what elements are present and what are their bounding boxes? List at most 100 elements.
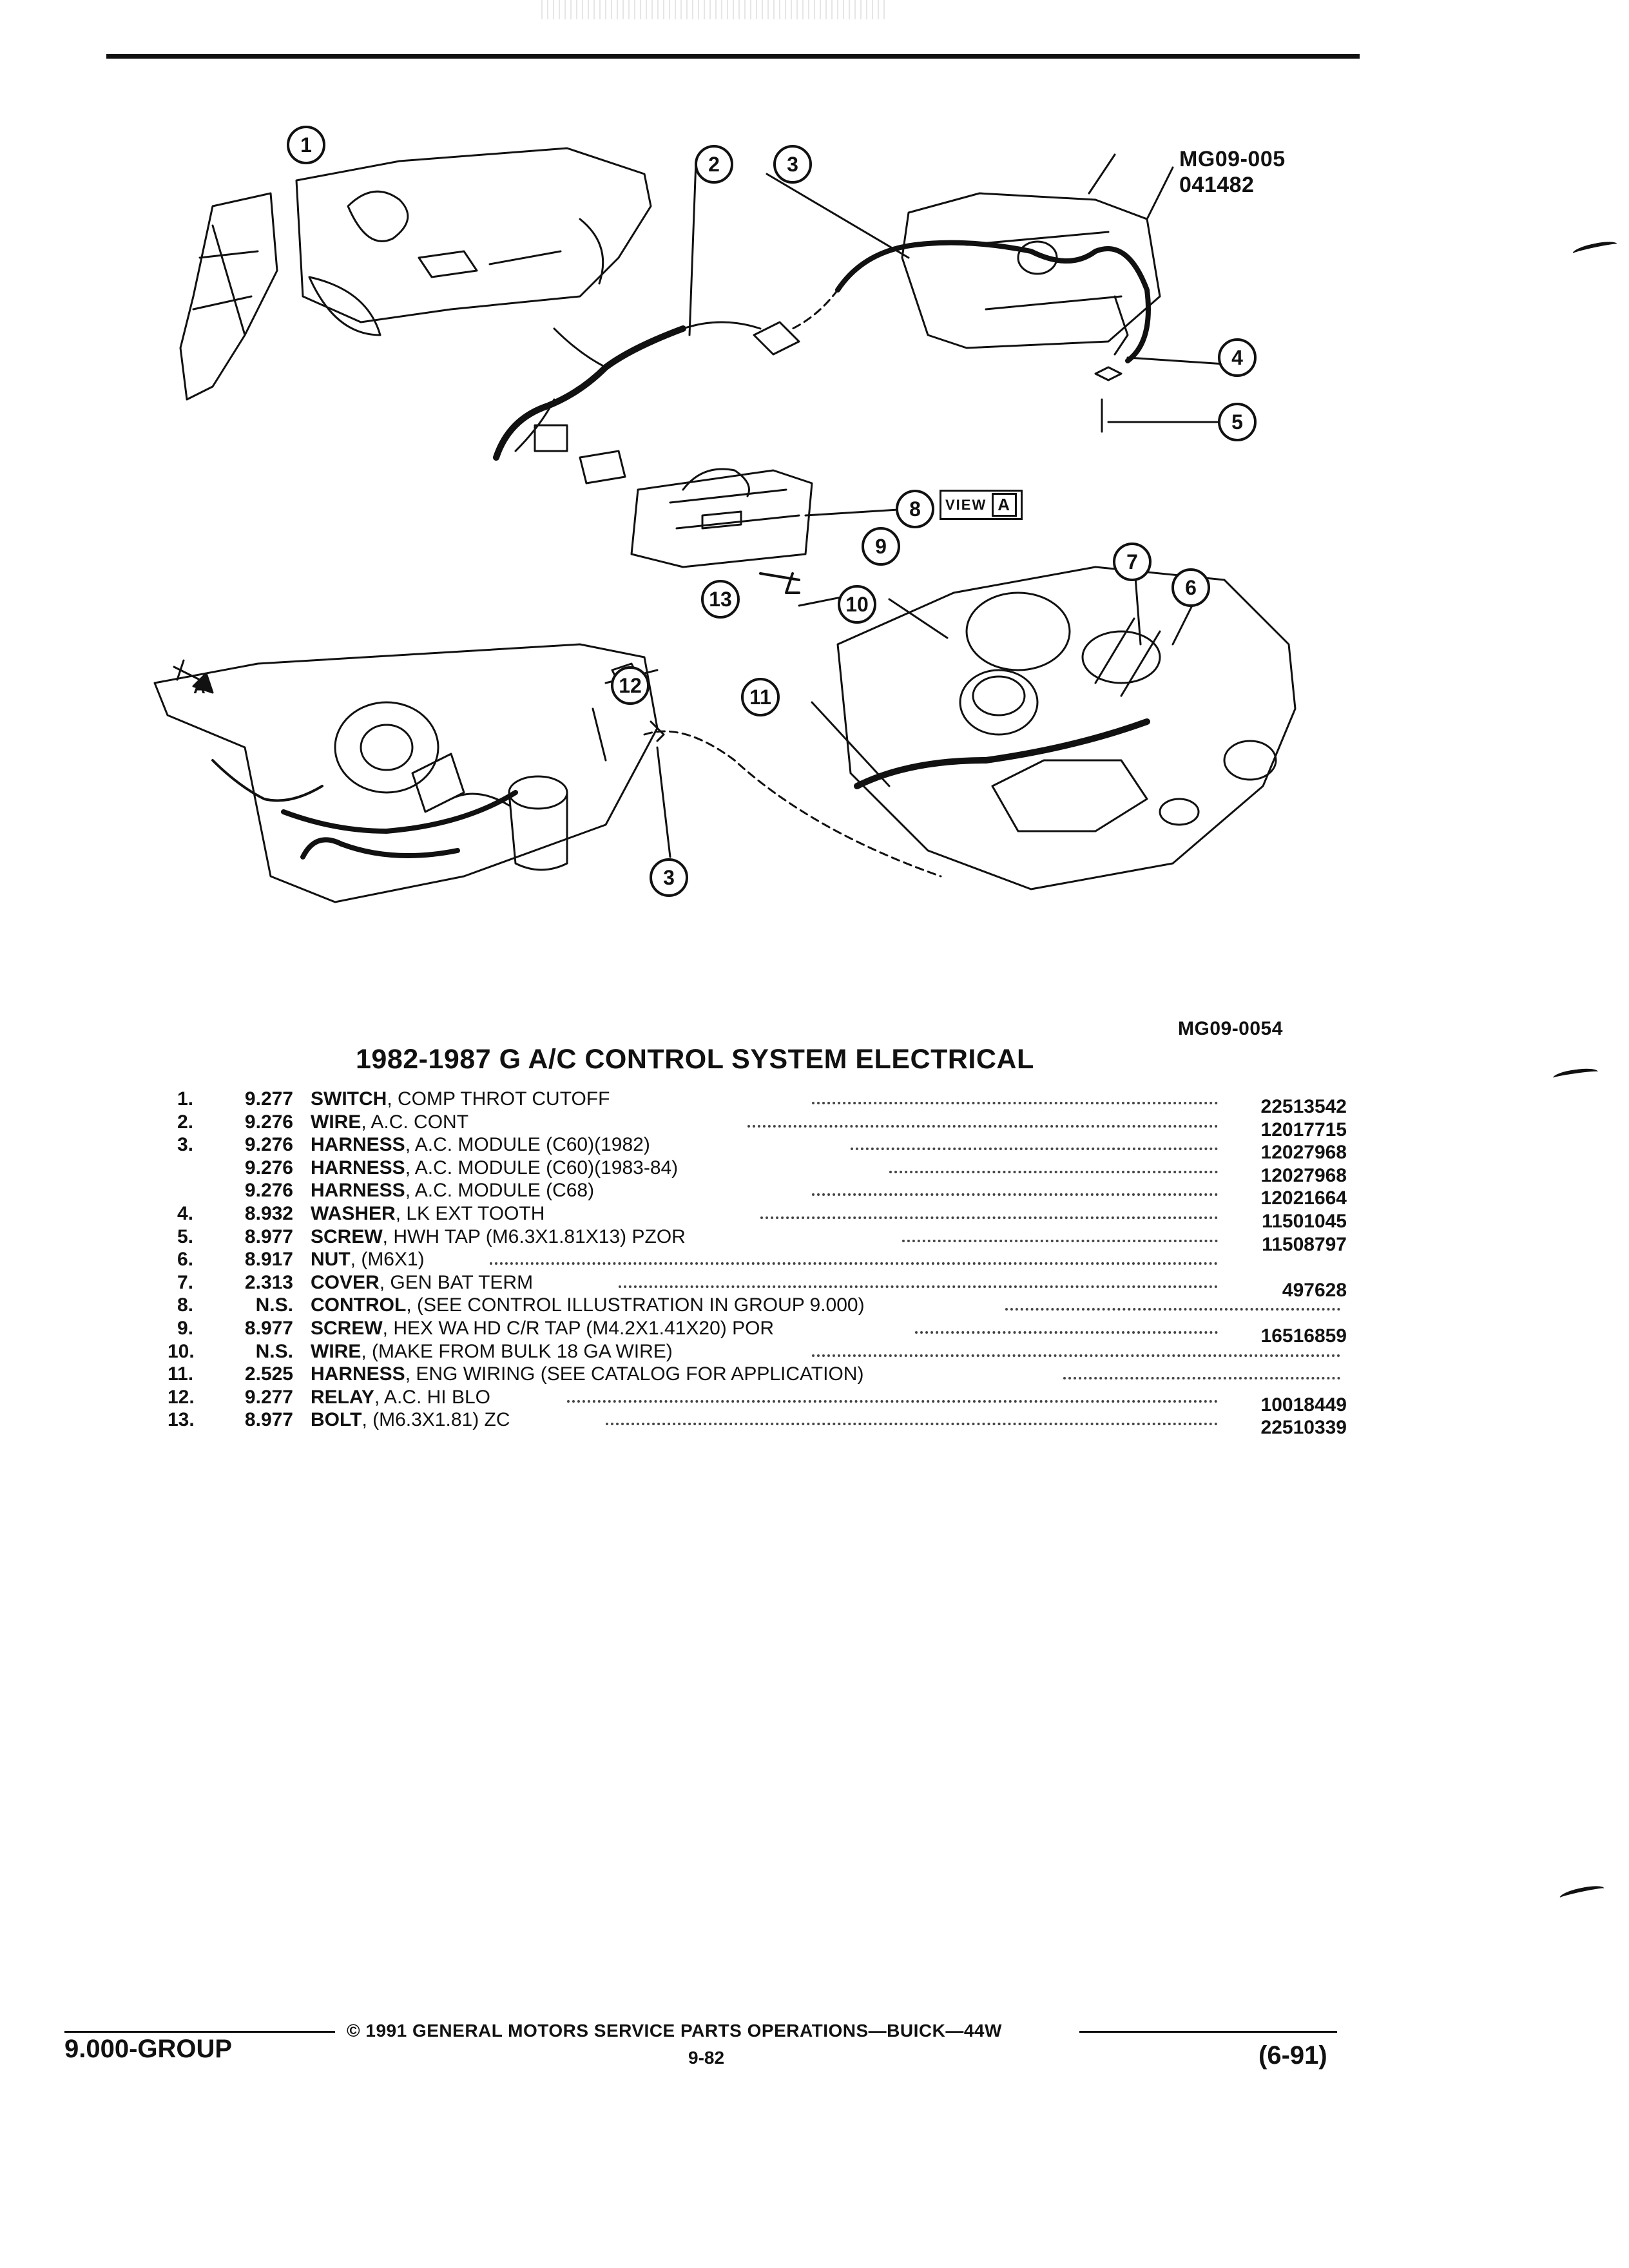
callout-10: 10 <box>838 585 876 624</box>
part-description: SCREW, HWH TAP (M6.3X1.81X13) PZOR <box>311 1225 686 1248</box>
part-name: COVER <box>311 1271 380 1293</box>
item-number: 9. <box>177 1317 193 1339</box>
part-description: WIRE, A.C. CONT <box>311 1111 468 1133</box>
part-description: RELAY, A.C. HI BLO <box>311 1386 490 1408</box>
callout-6: 6 <box>1171 568 1210 607</box>
group-number: 9.277 <box>244 1088 293 1110</box>
group-number: N.S. <box>255 1294 293 1316</box>
callout-1: 1 <box>287 126 325 164</box>
part-name: NUT <box>311 1249 351 1271</box>
parts-row: 9.276 HARNESS, A.C. MODULE (C68) 1202166… <box>168 1179 1347 1209</box>
dot-leader <box>1063 1377 1340 1380</box>
part-detail: , (SEE CONTROL ILLUSTRATION IN GROUP 9.0… <box>406 1294 865 1316</box>
parts-row: 7. 2.313 COVER, GEN BAT TERM 497628 <box>168 1271 1347 1301</box>
dot-leader <box>915 1331 1218 1334</box>
parts-row: 6. 8.917 NUT, (M6X1) <box>168 1248 1347 1271</box>
parts-row: 1. 9.277 SWITCH, COMP THROT CUTOFF 22513… <box>168 1088 1347 1117</box>
item-number: 5. <box>177 1225 193 1247</box>
dot-leader <box>606 1423 1218 1426</box>
group-number: 8.917 <box>244 1249 293 1271</box>
parts-row: 4. 8.932 WASHER, LK EXT TOOTH 11501045 <box>168 1202 1347 1232</box>
part-description: WASHER, LK EXT TOOTH <box>311 1202 545 1225</box>
item-number: 2. <box>177 1111 193 1133</box>
group-number: 9.276 <box>244 1111 293 1133</box>
dot-leader <box>812 1193 1218 1196</box>
callout-9: 9 <box>862 527 900 566</box>
figure-ref-date: 041482 <box>1179 173 1255 197</box>
group-number: 8.932 <box>244 1202 293 1224</box>
parts-row: 11. 2.525 HARNESS, ENG WIRING (SEE CATAL… <box>168 1363 1347 1386</box>
item-number: 10. <box>168 1340 195 1362</box>
callout-13: 13 <box>701 580 740 619</box>
part-number: 497628 <box>1282 1279 1347 1301</box>
item-number: 13. <box>168 1409 195 1431</box>
binder-mark <box>1552 1066 1599 1083</box>
part-description: COVER, GEN BAT TERM <box>311 1271 533 1294</box>
parts-row: 10. N.S. WIRE, (MAKE FROM BULK 18 GA WIR… <box>168 1340 1347 1363</box>
scan-smudge <box>541 0 889 19</box>
part-description: HARNESS, A.C. MODULE (C60)(1983-84) <box>311 1157 678 1179</box>
group-number: 2.525 <box>244 1363 293 1385</box>
part-detail: , GEN BAT TERM <box>379 1271 534 1293</box>
footer-copyright: © 1991 GENERAL MOTORS SERVICE PARTS OPER… <box>347 2021 1002 2041</box>
part-detail: , LK EXT TOOTH <box>395 1202 545 1224</box>
dot-leader <box>1005 1308 1340 1311</box>
part-description: BOLT, (M6.3X1.81) ZC <box>311 1408 510 1431</box>
part-name: SWITCH <box>311 1088 387 1110</box>
part-detail: , HEX WA HD C/R TAP (M4.2X1.41X20) POR <box>382 1317 775 1339</box>
part-number: 12017715 <box>1260 1119 1347 1140</box>
parts-row: 9. 8.977 SCREW, HEX WA HD C/R TAP (M4.2X… <box>168 1317 1347 1347</box>
parts-row: 2. 9.276 WIRE, A.C. CONT 12017715 <box>168 1111 1347 1140</box>
top-rule <box>106 54 1360 59</box>
dot-leader <box>902 1239 1218 1242</box>
item-number: 1. <box>177 1088 193 1110</box>
part-description: WIRE, (MAKE FROM BULK 18 GA WIRE) <box>311 1340 673 1363</box>
footer-rule-right <box>1079 2031 1337 2033</box>
part-description: NUT, (M6X1) <box>311 1248 425 1271</box>
item-number: 12. <box>168 1386 195 1408</box>
binder-mark <box>1559 1883 1605 1903</box>
parts-row: 9.276 HARNESS, A.C. MODULE (C60)(1983-84… <box>168 1157 1347 1186</box>
parts-row: 5. 8.977 SCREW, HWH TAP (M6.3X1.81X13) P… <box>168 1225 1347 1255</box>
part-number: 12027968 <box>1260 1164 1347 1186</box>
item-number: 4. <box>177 1202 193 1224</box>
parts-row: 3. 9.276 HARNESS, A.C. MODULE (C60)(1982… <box>168 1133 1347 1163</box>
part-name: SCREW <box>311 1225 383 1247</box>
group-number: 9.276 <box>244 1180 293 1202</box>
part-description: SWITCH, COMP THROT CUTOFF <box>311 1088 610 1110</box>
part-detail: , ENG WIRING (SEE CATALOG FOR APPLICATIO… <box>405 1363 864 1385</box>
callout-12: 12 <box>611 666 650 705</box>
footer-date: (6-91) <box>1258 2041 1327 2070</box>
item-number: 11. <box>168 1363 194 1385</box>
item-number: 7. <box>177 1271 193 1293</box>
view-label-letter: A <box>992 493 1017 517</box>
part-detail: , A.C. HI BLO <box>374 1386 490 1408</box>
callout-3-top: 3 <box>773 145 812 184</box>
dot-leader <box>760 1216 1218 1219</box>
callout-4: 4 <box>1218 338 1257 377</box>
callout-11: 11 <box>741 678 780 716</box>
part-detail: , HWH TAP (M6.3X1.81X13) PZOR <box>382 1225 686 1247</box>
item-number: 6. <box>177 1249 193 1271</box>
part-detail: , A.C. CONT <box>361 1111 469 1133</box>
group-number: 8.977 <box>244 1409 293 1431</box>
part-name: BOLT <box>311 1409 362 1431</box>
part-name: HARNESS <box>311 1363 405 1385</box>
footer-page-number: 9-82 <box>688 2048 725 2068</box>
part-name: WIRE <box>311 1340 361 1362</box>
group-number: 8.977 <box>244 1317 293 1339</box>
group-number: 9.276 <box>244 1134 293 1156</box>
parts-diagram: MG09-005 041482 MG09-0054 VIEW A A 1 2 3… <box>0 64 1629 1039</box>
group-number: 2.313 <box>244 1271 293 1293</box>
part-number: 22513542 <box>1260 1096 1347 1117</box>
part-description: HARNESS, A.C. MODULE (C60)(1982) <box>311 1133 650 1156</box>
dot-leader <box>490 1262 1218 1265</box>
group-number: 9.277 <box>244 1386 293 1408</box>
callout-3-bottom: 3 <box>650 858 688 897</box>
part-detail: , A.C. MODULE (C60)(1982) <box>405 1134 650 1156</box>
figure-ref-bottom: MG09-0054 <box>1178 1018 1283 1039</box>
part-name: HARNESS <box>311 1134 405 1156</box>
parts-row: 12. 9.277 RELAY, A.C. HI BLO 10018449 <box>168 1386 1347 1416</box>
group-number: 8.977 <box>244 1225 293 1247</box>
callout-5: 5 <box>1218 403 1257 441</box>
